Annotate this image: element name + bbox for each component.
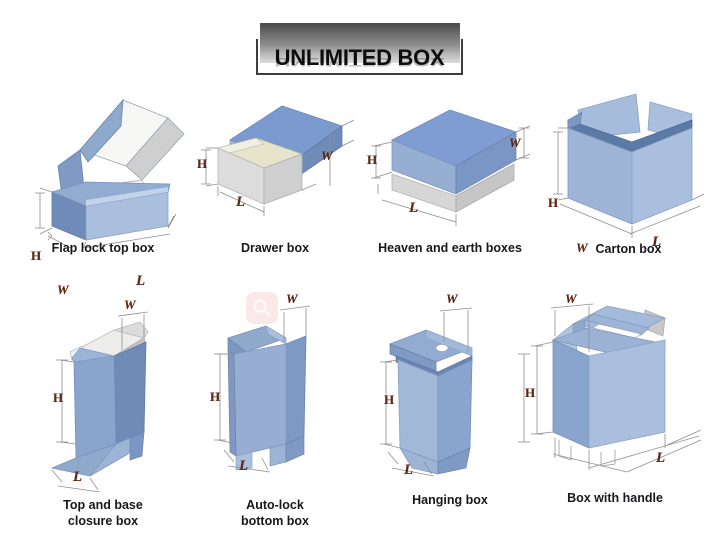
box-card-box-with-handle: H W L Box with handle [515,288,715,533]
search-icon [253,299,270,316]
poster-title-banner: UNLIMITED BOX UNLIMITED BOX [256,23,463,75]
dim-label-length: L [239,458,249,474]
dim-label-length: L [656,450,666,466]
dim-label-width: W [446,291,458,306]
dim-label-length: L [136,273,146,289]
dim-label-height: H [197,156,208,171]
box-caption-drawer-box: Drawer box [240,241,310,255]
dim-label-width: W [57,282,69,297]
dim-label-length: L [236,194,246,210]
dim-label-width: W [576,240,588,255]
box-caption-top-and-base-closure-box: Top and base closure box [18,497,188,529]
dim-label-height: H [210,389,221,404]
box-card-carton-box: H W L Carton box [540,84,717,264]
title-frame-border [256,39,463,75]
page-title: UNLIMITED BOX [274,45,445,70]
caption-line-2: closure box [67,514,139,528]
box-card-drawer-box: H W L Drawer box [190,88,360,263]
dim-label-height: H [548,195,559,210]
search-watermark [246,292,278,324]
box-card-auto-lock-bottom-box: H W L Auto-lock bottom box [190,291,360,532]
hanging-box-illustration [380,307,530,477]
box-with-handle-illustration [531,303,702,473]
box-card-top-and-base-closure-box: H W L Top and base closure box [18,292,188,532]
dim-label-height: H [31,248,42,263]
dim-label-width: W [565,291,577,306]
drawer-box-illustration [201,105,355,216]
dim-label-width: W [286,291,298,306]
box-card-hanging-box: H W L Hanging box [360,291,540,532]
auto-lock-bottom-box-illustration [214,305,311,473]
dim-label-width: W [509,135,521,150]
dim-label-height: H [367,152,378,167]
box-card-flap-lock-top-box: H W L Flap lock top box [18,88,188,297]
box-caption-heaven-and-earth-boxes: Heaven and earth boxes [378,241,522,255]
box-caption-carton-box: Carton box [595,242,662,256]
caption-line-2: bottom box [240,514,310,528]
title-gradient-backdrop [260,23,460,63]
dim-label-length: L [404,462,414,478]
caption-line-1: Top and base [63,498,143,512]
dim-label-length: L [73,469,83,485]
dim-label-height: H [53,390,64,405]
box-caption-hanging-box: Hanging box [412,493,488,507]
box-caption-flap-lock-top-box: Flap lock top box [51,241,155,255]
dim-label-height: H [384,392,395,407]
dim-label-width: W [321,148,333,163]
box-card-heaven-and-earth-boxes: H W L Heaven and earth boxes [360,88,540,263]
dim-label-height: H [525,385,536,400]
dim-label-length: L [409,200,419,216]
dim-label-width: W [124,297,136,312]
heaven-and-earth-boxes-illustration [371,109,531,226]
carton-box-illustration [553,93,705,238]
dim-label-length: L [652,234,662,250]
caption-line-1: Auto-lock [246,498,304,512]
flap-lock-top-box-illustration [35,98,185,248]
top-and-base-closure-box-illustration [50,311,149,492]
box-caption-auto-lock-bottom-box: Auto-lock bottom box [190,497,360,529]
box-caption-box-with-handle: Box with handle [567,491,663,505]
